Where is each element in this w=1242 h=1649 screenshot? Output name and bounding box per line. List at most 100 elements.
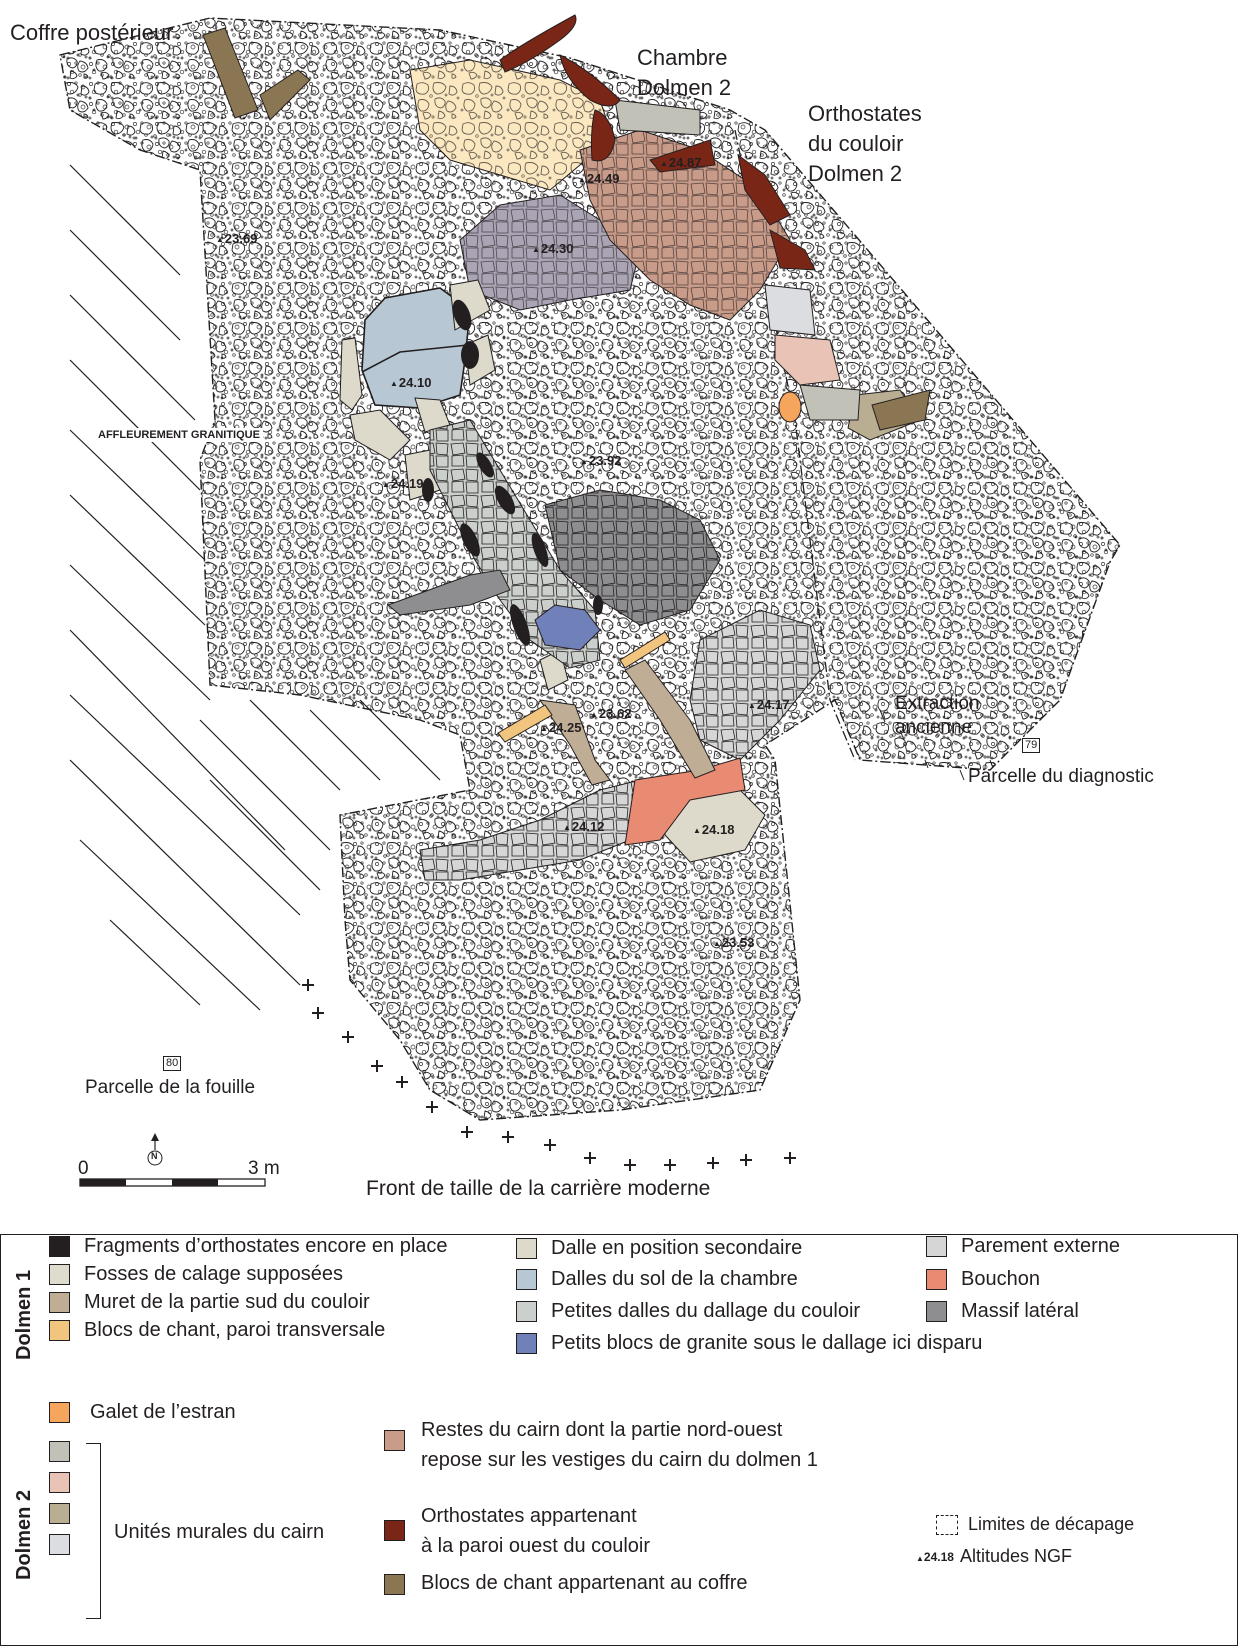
legend-cairn-1: Restes du cairn dont la partie nord-oues… <box>421 1419 783 1441</box>
wall-unit-pink <box>774 334 841 386</box>
hatch-line <box>209 779 321 891</box>
wall-unit-grey-2 <box>799 384 861 421</box>
altitude-sample: ▲24.18 <box>916 1549 954 1564</box>
hatch-line <box>69 229 181 341</box>
quarry-front-crosses <box>302 979 796 1171</box>
hatch-line <box>69 759 301 986</box>
quarry-cross <box>784 1152 796 1164</box>
parcel-number-79: 79 <box>1022 738 1041 753</box>
legend-unites: Unités murales du cairn <box>114 1521 325 1543</box>
quarry-cross <box>426 1101 438 1113</box>
altitude-point: 23.53 <box>713 935 755 950</box>
legend-ortho-1: Orthostates appartenant <box>421 1505 637 1527</box>
blocs-chant-2 <box>497 704 553 743</box>
swatch <box>49 1236 70 1257</box>
label-ortho-1: Orthostates <box>808 101 922 126</box>
swatch <box>49 1402 70 1423</box>
swatch <box>516 1301 537 1322</box>
legend-label: Blocs de chant, paroi transversale <box>84 1319 386 1341</box>
label-ortho-3: Dolmen 2 <box>808 161 903 186</box>
legend-item-massif: Massif latéral <box>926 1300 1079 1323</box>
label-parcelle-fouille: Parcelle de la fouille <box>85 1077 256 1098</box>
hatch-line <box>309 709 381 781</box>
scale-zero: 0 <box>78 1158 89 1179</box>
muret-sud <box>624 659 716 779</box>
swatch <box>49 1320 70 1341</box>
altitude-point: 23.92 <box>580 453 622 468</box>
hatch-line <box>79 839 261 1011</box>
hatch-line <box>199 719 331 851</box>
excavation-plan <box>59 14 1121 1187</box>
swatch <box>516 1238 537 1259</box>
secondary-slabs <box>339 279 766 863</box>
quarry-cross <box>707 1157 719 1169</box>
legend-blocs-coffre: Blocs de chant appartenant au coffre <box>421 1572 748 1594</box>
altitude-point: 24.12 <box>563 819 605 834</box>
scale-bar <box>79 1178 266 1187</box>
coffre-blocks <box>202 27 931 431</box>
quarry-cross <box>396 1076 408 1088</box>
legend-item-petites-dalles: Petites dalles du dallage du couloir <box>516 1300 860 1323</box>
label-ortho-2: du couloir <box>808 131 904 156</box>
label-extraction-1: Extraction <box>895 693 980 714</box>
legend: Dolmen 1 Dolmen 2 Fragments d’orthostate… <box>0 1234 1238 1646</box>
altitude-point: 24.18 <box>693 822 735 837</box>
legend-cairn-2: repose sur les vestiges du cairn du dolm… <box>421 1449 818 1471</box>
massif-lateral-west <box>387 569 511 616</box>
label-coffre: Coffre postérieur <box>10 20 174 45</box>
legend-item-dalles-sol: Dalles du sol de la chambre <box>516 1268 798 1291</box>
legend-ortho-2: à la paroi ouest du couloir <box>421 1535 651 1557</box>
legend-label: Limites de décapage <box>968 1514 1135 1534</box>
quarry-cross <box>584 1152 596 1164</box>
legend-label: Bouchon <box>961 1268 1040 1290</box>
granite-outcrop-hatching <box>69 164 441 1011</box>
label-affleurement: AFFLEUREMENT GRANITIQUE <box>95 428 263 442</box>
north-arrow <box>147 1133 163 1166</box>
legend-dolmen2-title: Dolmen 2 <box>13 1489 35 1580</box>
parcel-number-80: 80 <box>163 1056 182 1071</box>
swatch-coffre <box>384 1574 405 1595</box>
hatch-line <box>249 699 341 791</box>
swatch-wall-grey <box>49 1441 70 1462</box>
quarry-cross <box>342 1031 354 1043</box>
hatch-line <box>69 359 201 491</box>
blocs-chant-1 <box>619 631 671 669</box>
altitude-point: 24.87 <box>660 155 702 170</box>
hatch-line <box>109 919 201 1006</box>
quarry-cross <box>624 1159 636 1171</box>
legend-item-dalle-secondaire: Dalle en position secondaire <box>516 1237 802 1260</box>
extraction-marks <box>879 709 994 781</box>
quarry-cross <box>302 979 314 991</box>
legend-limites: Limites de décapage <box>936 1514 1134 1535</box>
label-extraction-2: ancienne <box>895 717 973 738</box>
galet-estran <box>778 391 802 423</box>
legend-item-blocs-chant: Blocs de chant, paroi transversale <box>49 1319 385 1342</box>
altitude-point: 23.62 <box>590 706 632 721</box>
altitude-point: 24.10 <box>390 375 432 390</box>
altitude-point: 23.69 <box>216 231 258 246</box>
legend-item-muret: Muret de la partie sud du couloir <box>49 1291 370 1314</box>
swatch-wall-light <box>49 1534 70 1555</box>
legend-item-parement: Parement externe <box>926 1235 1120 1258</box>
legend-label: Fragments d’orthostates encore en place <box>84 1235 448 1257</box>
hatch-line <box>69 164 181 276</box>
swatch <box>49 1292 70 1313</box>
label-front-taille: Front de taille de la carrière moderne <box>366 1177 711 1200</box>
altitude-point: 24.17 <box>748 697 790 712</box>
dashed-boundary-swatch <box>936 1514 958 1535</box>
label-parcelle-diagnostic: Parcelle du diagnostic <box>968 766 1154 787</box>
hatch-line <box>69 429 206 561</box>
legend-label: Petites dalles du dallage du couloir <box>551 1300 861 1322</box>
orthostate-fragments <box>422 299 603 646</box>
quarry-cross <box>740 1154 752 1166</box>
granite-blocks-under-paving <box>534 604 601 651</box>
swatch <box>926 1236 947 1257</box>
label-chambre-1: Chambre <box>637 45 728 70</box>
legend-label: Galet de l’estran <box>90 1401 236 1423</box>
legend-label: Parement externe <box>961 1235 1120 1257</box>
label-chambre-2: Dolmen 2 <box>637 75 732 100</box>
legend-item-petits-blocs: Petits blocs de granite sous le dallage … <box>516 1332 982 1355</box>
legend-label: Dalles du sol de la chambre <box>551 1268 798 1290</box>
legend-label: Dalle en position secondaire <box>551 1237 803 1259</box>
hatch-line <box>69 629 286 851</box>
